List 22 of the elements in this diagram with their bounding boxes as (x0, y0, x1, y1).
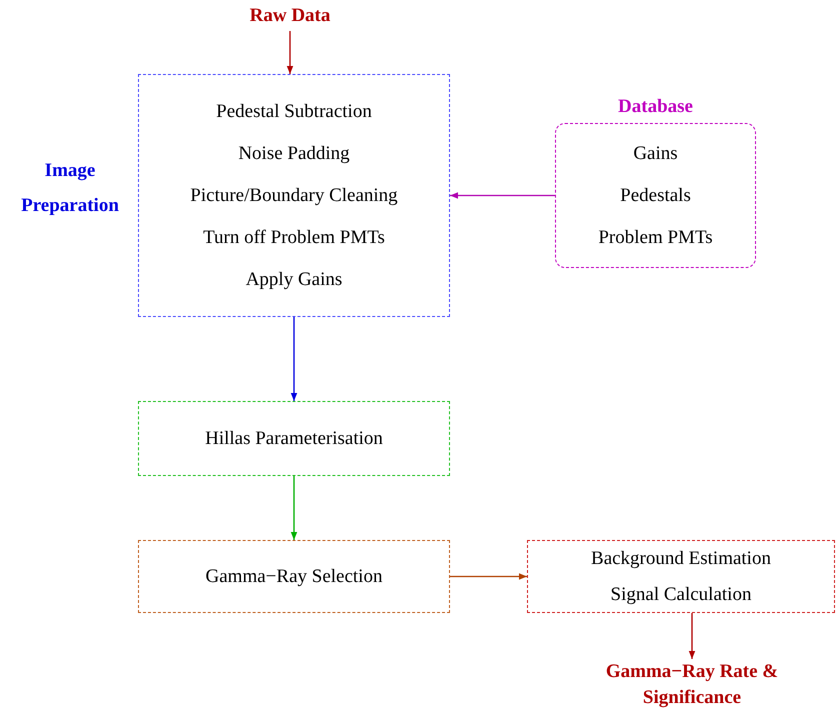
list-item: Pedestals (620, 184, 691, 208)
step-text: Hillas Parameterisation (205, 426, 383, 450)
flow-label: Gamma−Ray Rate & Significance (604, 660, 780, 710)
step-text: Pedestal Subtraction (216, 100, 372, 124)
arrow (290, 317, 298, 401)
arrow (450, 573, 527, 580)
list-item: Problem PMTs (598, 226, 713, 250)
arrow (688, 613, 696, 659)
arrow (450, 192, 555, 199)
step-text: Picture/Boundary Cleaning (190, 184, 398, 208)
step-text: Noise Padding (238, 142, 350, 166)
flow-label: Raw Data (248, 4, 332, 28)
step-text: Turn off Problem PMTs (203, 226, 385, 250)
arrow (290, 476, 298, 540)
step-text: Background Estimation (591, 546, 771, 570)
arrow (286, 31, 294, 74)
box-heading: Database (617, 96, 694, 118)
step-text: Gamma−Ray Selection (206, 564, 382, 588)
section-label: Image Preparation (20, 159, 120, 218)
list-item: Gains (633, 142, 678, 166)
step-text: Apply Gains (246, 268, 342, 292)
step-text: Signal Calculation (610, 582, 752, 606)
